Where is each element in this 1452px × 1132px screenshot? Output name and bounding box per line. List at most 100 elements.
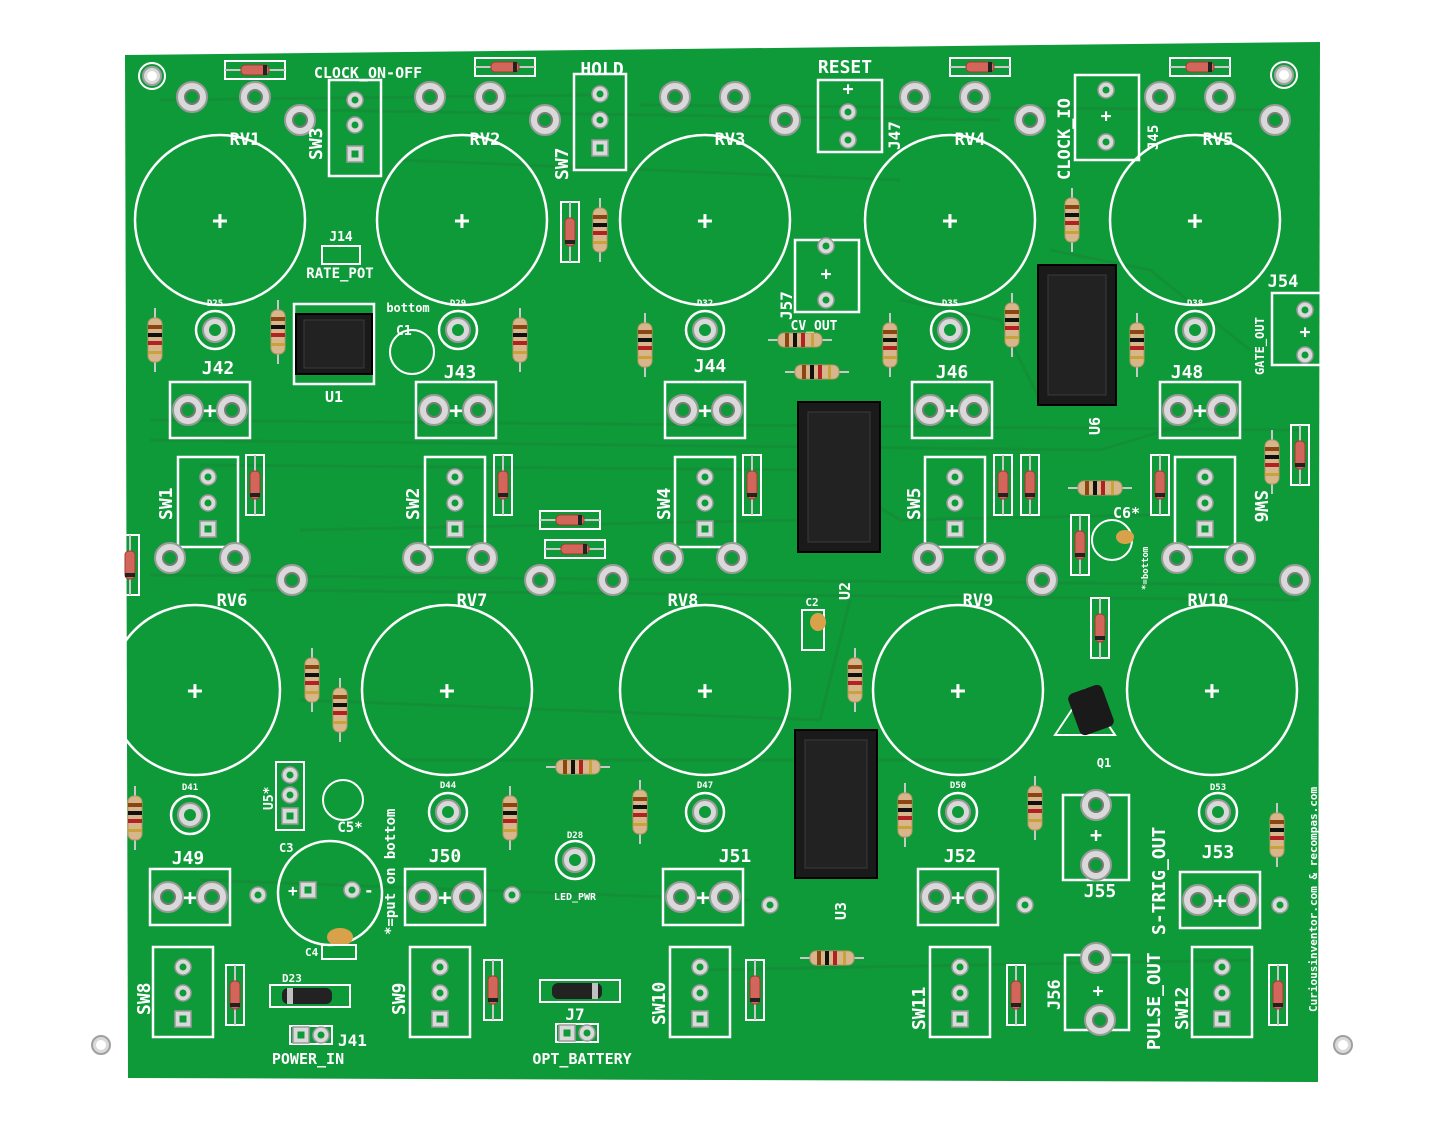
j56-plus: + [1093, 981, 1104, 1002]
rv7-label: RV7 [457, 591, 488, 611]
j47-label: J47 [885, 121, 904, 150]
j7-label: J7 [565, 1005, 584, 1024]
j54-plus: + [1300, 322, 1311, 343]
sw8-label: SW8 [134, 982, 155, 1015]
d25-label: D25 [207, 299, 223, 309]
clock-io-label: CLOCK_IO [1055, 98, 1075, 180]
u6-label: U6 [1086, 417, 1104, 435]
c3-minus: - [364, 881, 374, 900]
j49-label: J49 [172, 848, 205, 869]
clock-on-off-label: CLOCK_ON-OFF [314, 64, 422, 82]
j50-label: J50 [429, 846, 462, 867]
rv10-label: RV10 [1188, 591, 1229, 611]
j14-label: J14 [329, 230, 353, 245]
j55-label: J55 [1084, 881, 1117, 902]
power-in-label: POWER_IN [272, 1050, 344, 1068]
d29-label: D29 [450, 299, 466, 309]
sw12-label: SW12 [1172, 987, 1193, 1030]
sw2-label: SW2 [403, 487, 424, 520]
s-trig-out-label: S-TRIG_OUT [1149, 826, 1170, 935]
sw4-label: SW4 [654, 487, 675, 520]
svg-text:+: + [187, 676, 203, 706]
rv5-label: RV5 [1203, 130, 1234, 150]
sw9-label: SW9 [389, 982, 410, 1015]
j42-label: J42 [202, 358, 235, 379]
c3-plus: + [288, 881, 298, 900]
j46-label: J46 [936, 362, 969, 383]
j54-label: J54 [1268, 272, 1299, 292]
rv9-label: RV9 [963, 591, 994, 611]
rv1-label: RV1 [230, 130, 261, 150]
u2-label: U2 [836, 582, 854, 600]
d35-label: D35 [942, 299, 958, 309]
credit-text: Curiousinventor.com & recompas.com [1307, 786, 1320, 1012]
sw5-label: SW5 [904, 487, 925, 520]
rv6-label: RV6 [217, 591, 248, 611]
sw6-label: SW6 [1250, 490, 1271, 523]
c2-label: C2 [805, 596, 818, 609]
c6-label: C6* [1113, 504, 1140, 522]
j47-plus: + [843, 79, 854, 100]
d41-label: D41 [182, 783, 198, 793]
d53-label: D53 [1210, 783, 1226, 793]
cv-out-label: CV_OUT [791, 319, 838, 334]
d28-label: D28 [567, 831, 583, 841]
svg-text:+: + [950, 676, 966, 706]
d23-label: D23 [282, 972, 302, 985]
hold-label: HOLD [580, 59, 624, 80]
d50-label: D50 [950, 781, 966, 791]
j43-label: J43 [444, 362, 477, 383]
c3-label: C3 [279, 841, 293, 855]
reset-label: RESET [818, 57, 872, 78]
bottom-label: bottom [386, 301, 429, 315]
j55-plus: + [1090, 823, 1102, 847]
j56-label: J56 [1045, 979, 1065, 1010]
q1-label: Q1 [1097, 756, 1111, 770]
c1-label: C1 [396, 324, 412, 339]
svg-text:+: + [697, 676, 713, 706]
j53-label: J53 [1202, 842, 1235, 863]
svg-text:+: + [697, 206, 713, 236]
rv8-label: RV8 [668, 591, 699, 611]
sw11-label: SW11 [909, 987, 930, 1030]
sw10-label: SW10 [649, 982, 670, 1025]
d38-label: D38 [1187, 299, 1203, 309]
svg-text:+: + [942, 206, 958, 236]
svg-text:+: + [454, 206, 470, 236]
rate-pot-label: RATE_POT [306, 266, 373, 282]
d32-label: D32 [697, 299, 713, 309]
rv3-label: RV3 [715, 130, 746, 150]
u5-label: U5* [262, 786, 277, 810]
j45-plus: + [1101, 106, 1112, 127]
put-on-bottom-note: *=put on bottom [383, 809, 399, 935]
j48-label: J48 [1171, 362, 1204, 383]
j51-label: J51 [719, 846, 752, 867]
d47-label: D47 [697, 781, 713, 791]
svg-text:+: + [1187, 206, 1203, 236]
sw1-label: SW1 [156, 487, 177, 520]
svg-text:+: + [212, 206, 228, 236]
opt-battery-label: OPT_BATTERY [532, 1050, 631, 1068]
pulse-out-label: PULSE_OUT [1144, 952, 1165, 1050]
rv2-label: RV2 [470, 130, 501, 150]
j41-label: J41 [338, 1031, 367, 1050]
c5-label: C5* [337, 820, 362, 836]
u3-label: U3 [832, 902, 850, 920]
bottom-note: *=bottom [1141, 546, 1151, 590]
j57-plus: + [821, 264, 832, 285]
d44-label: D44 [440, 781, 457, 791]
sw3-label: SW3 [306, 127, 327, 160]
svg-text:+: + [1204, 676, 1220, 706]
j57-label: J57 [777, 291, 796, 320]
svg-text:+: + [439, 676, 455, 706]
j44-label: J44 [694, 356, 727, 377]
c4-label: C4 [305, 946, 319, 959]
gate-out-label: GATE_OUT [1253, 317, 1268, 375]
title-text: Voice of Saturn Sequencer v1.04b 6/28/10 [1322, 637, 1341, 1022]
j52-label: J52 [944, 846, 977, 867]
led-pwr-label: LED_PWR [554, 892, 597, 903]
sw7-label: SW7 [552, 147, 573, 180]
rv4-label: RV4 [955, 130, 986, 150]
u1-label: U1 [325, 388, 343, 406]
